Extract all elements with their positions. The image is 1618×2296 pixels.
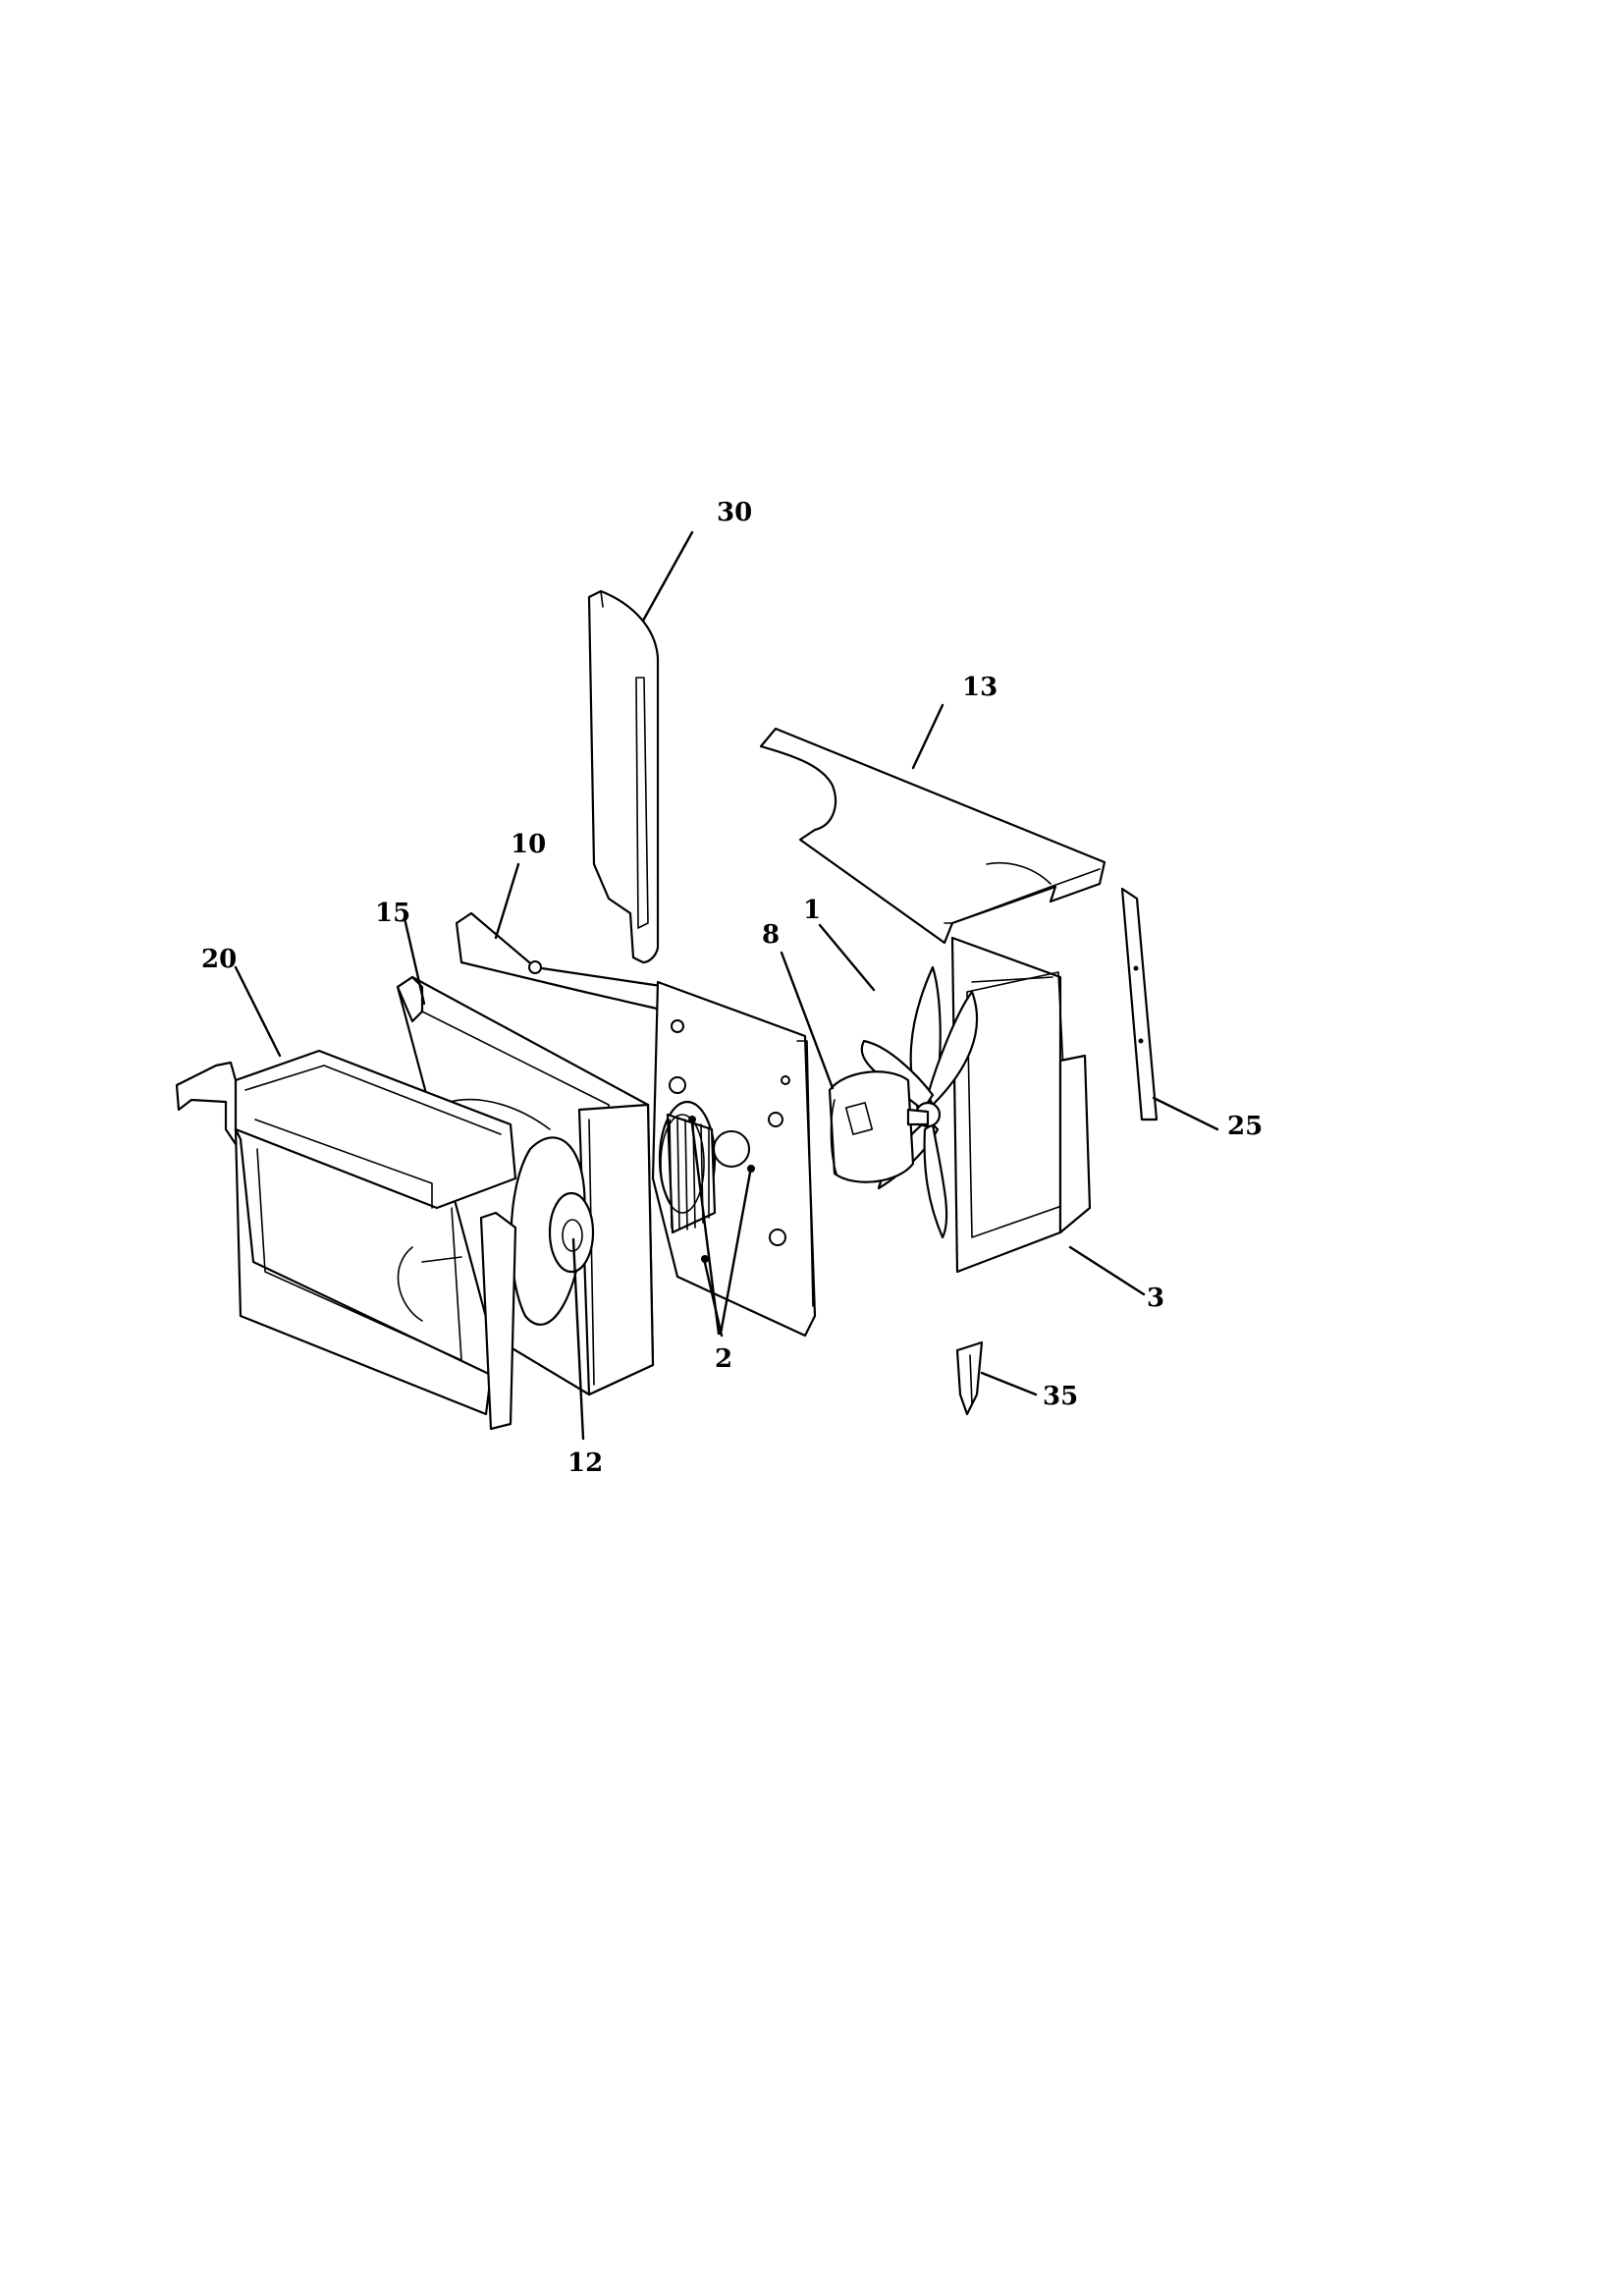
- part-8-fan-motor: [828, 1070, 930, 1183]
- callout-3: 3: [1147, 1284, 1164, 1313]
- callout-35: 35: [1043, 1382, 1078, 1411]
- callout-20: 20: [201, 945, 237, 974]
- leader-25: [1152, 1096, 1219, 1131]
- part-20-front-frame: [175, 1049, 517, 1431]
- callout-30: 30: [717, 498, 752, 527]
- leader-12: [571, 1237, 585, 1441]
- leader-2b: [719, 1171, 752, 1336]
- part-35-bracket: [955, 1340, 984, 1416]
- callout-25: 25: [1227, 1112, 1263, 1141]
- callout-10: 10: [511, 830, 546, 859]
- leader-13: [911, 703, 944, 770]
- leader-2c: [703, 1261, 724, 1338]
- leader-20: [234, 965, 282, 1058]
- leader-30: [641, 530, 694, 623]
- part-15-blower-housing: [396, 975, 655, 1396]
- callout-1: 1: [803, 896, 821, 925]
- part-13-top-cover: [759, 727, 1106, 945]
- part-3-condenser-coil: [950, 936, 1092, 1274]
- callout-12: 12: [567, 1449, 603, 1478]
- leader-1: [818, 923, 876, 992]
- callout-13: 13: [962, 673, 998, 702]
- callout-2: 2: [715, 1344, 732, 1374]
- callout-8: 8: [762, 920, 780, 950]
- callout-labels: 30 13 10 15 20 8 1 25 3 2 35 12: [201, 498, 1263, 1478]
- leader-lines: [234, 530, 1219, 1441]
- part-25-side-strip: [1120, 887, 1159, 1121]
- leader-15: [403, 916, 426, 1006]
- leader-35: [980, 1371, 1038, 1396]
- callout-15: 15: [375, 899, 410, 928]
- leader-8: [780, 951, 835, 1090]
- leader-10: [494, 862, 520, 940]
- part-30-air-guide: [587, 589, 660, 964]
- leader-3: [1068, 1245, 1146, 1296]
